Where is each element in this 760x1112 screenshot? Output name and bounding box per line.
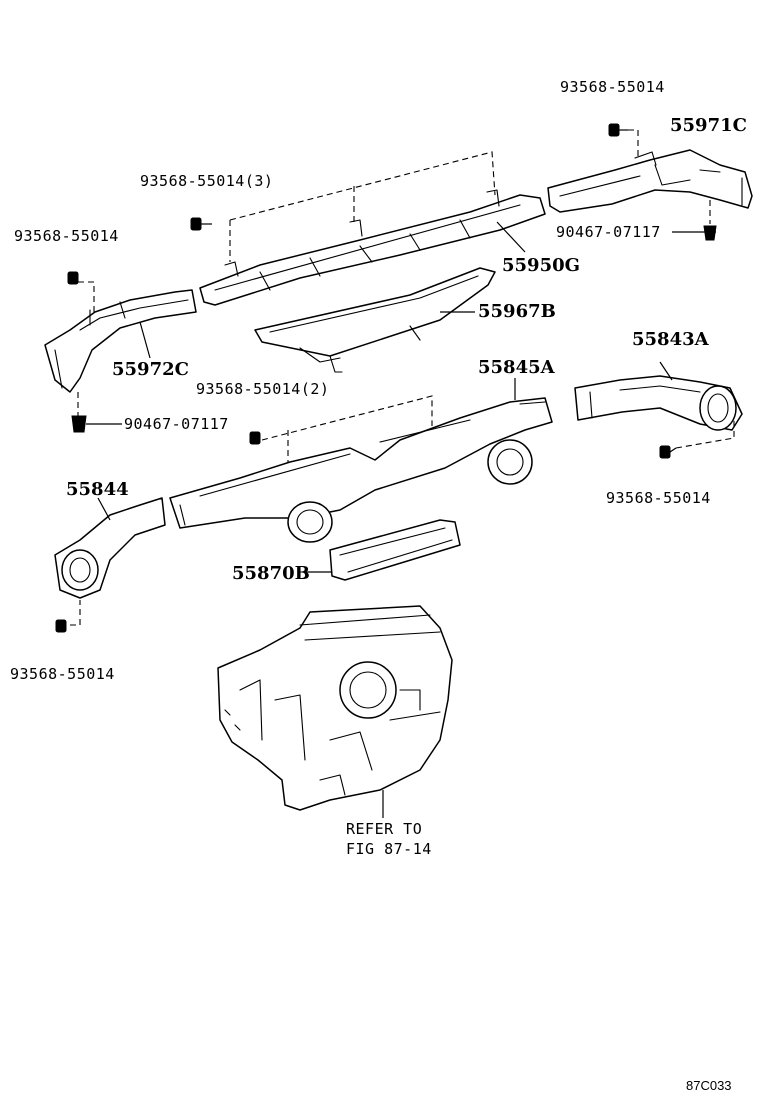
duct-55843a bbox=[574, 375, 743, 431]
heater-unit-assembly bbox=[217, 605, 453, 811]
dashed-leader bbox=[70, 600, 81, 626]
callout-label: 55870B bbox=[232, 563, 310, 584]
fastener-screw-icon bbox=[55, 619, 67, 633]
fastener-screw-icon bbox=[608, 123, 628, 137]
fastener-screw-icon bbox=[67, 271, 79, 285]
fastener-screw-icon bbox=[249, 431, 261, 445]
fastener-screw-icon bbox=[190, 217, 212, 231]
figure-code: 87C033 bbox=[686, 1078, 732, 1093]
dashed-leader bbox=[628, 129, 639, 160]
callout-label: 55972C bbox=[112, 359, 189, 380]
duct-55971c bbox=[547, 149, 753, 213]
fastener-clip-icon bbox=[672, 225, 717, 241]
callout-label: 93568-55014(3) bbox=[140, 172, 273, 190]
callout-label: 93568-55014 bbox=[14, 227, 119, 245]
duct-55870b bbox=[329, 519, 461, 581]
fastener-clip-icon bbox=[71, 415, 122, 433]
callout-label: 90467-07117 bbox=[556, 223, 661, 241]
callout-label: 90467-07117 bbox=[124, 415, 229, 433]
callout-label: 93568-55014 bbox=[10, 665, 115, 683]
dashed-leader bbox=[229, 151, 496, 221]
duct-55950g bbox=[199, 189, 546, 306]
refer-note-line1: REFER TO bbox=[346, 820, 422, 838]
callout-label: 55971C bbox=[670, 115, 747, 136]
callout-label: 93568-55014 bbox=[606, 489, 711, 507]
dashed-leader bbox=[261, 395, 433, 441]
callout-label: 55845A bbox=[478, 357, 556, 378]
refer-note-line2: FIG 87-14 bbox=[346, 840, 432, 858]
fastener-screw-icon bbox=[659, 445, 677, 459]
duct-55845a bbox=[169, 397, 553, 543]
callout-label: 55844 bbox=[66, 479, 129, 500]
duct-55972c bbox=[44, 289, 197, 393]
duct-55967b bbox=[254, 267, 496, 373]
dashed-leader bbox=[78, 281, 95, 312]
callout-label: 93568-55014 bbox=[560, 78, 665, 96]
callout-label: 55950G bbox=[502, 255, 580, 276]
callout-label: 55967B bbox=[478, 301, 556, 322]
callout-label: 55843A bbox=[632, 329, 710, 350]
dashed-leader bbox=[675, 420, 735, 449]
duct-55844 bbox=[54, 497, 166, 599]
callout-label: 93568-55014(2) bbox=[196, 380, 329, 398]
